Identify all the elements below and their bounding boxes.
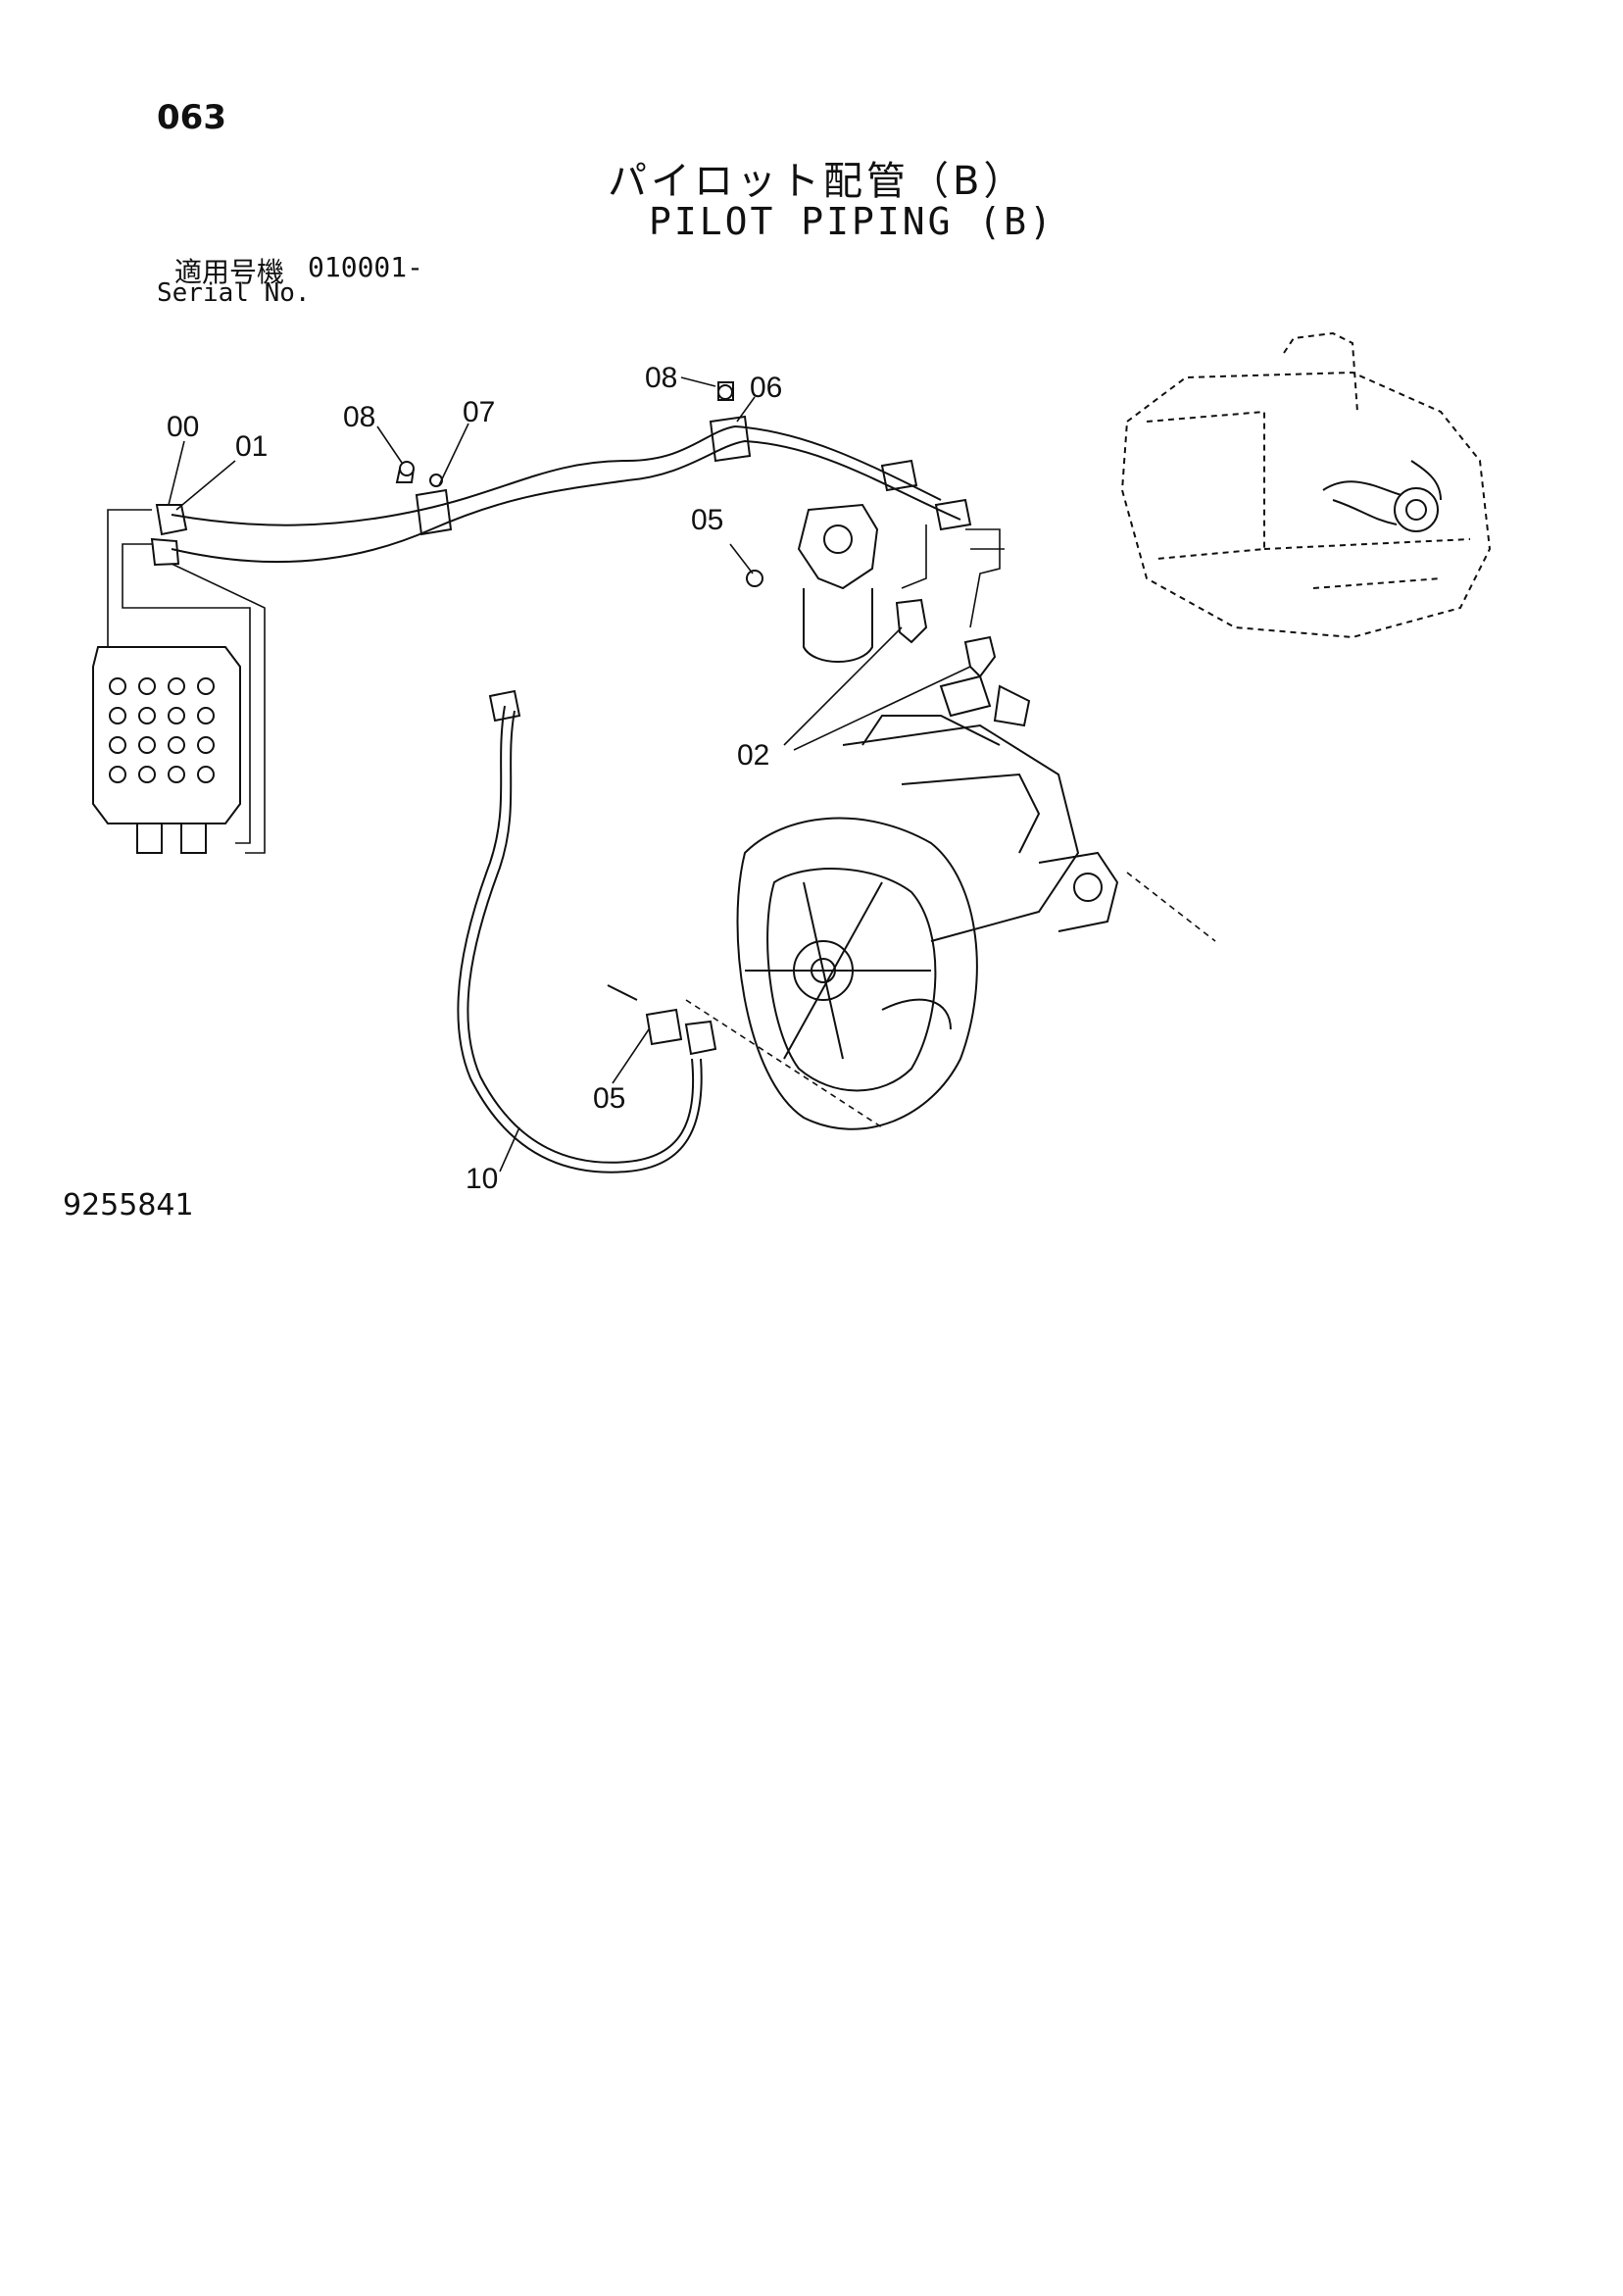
serial-label-japanese: 適用号機 bbox=[174, 256, 285, 288]
pilot-hose-10 bbox=[457, 689, 717, 1173]
inset-pilot-valve bbox=[1322, 460, 1442, 532]
excavator-location-inset bbox=[1120, 331, 1492, 639]
pump-dashed-outline bbox=[685, 872, 1216, 1128]
right-fitting-leader-lines bbox=[901, 524, 1005, 628]
serial-number-value: 010001- bbox=[308, 251, 424, 283]
callout-leaders bbox=[168, 376, 971, 1173]
title-japanese: パイロット配管（B） bbox=[608, 159, 1027, 204]
callout-02: 02 bbox=[737, 739, 769, 772]
callout-05-bottom: 05 bbox=[593, 1082, 625, 1115]
callout-10: 10 bbox=[466, 1163, 498, 1195]
elbow-fittings-02 bbox=[895, 598, 997, 678]
pilot-hose-upper bbox=[150, 424, 961, 567]
callout-00: 00 bbox=[167, 411, 199, 443]
callout-01: 01 bbox=[235, 430, 268, 463]
page-number: 063 bbox=[157, 98, 226, 137]
callout-08-top: 08 bbox=[645, 362, 677, 394]
callout-07: 07 bbox=[463, 396, 495, 428]
main-pump-assembly bbox=[736, 674, 1119, 1130]
title-english: PILOT PIPING (B) bbox=[649, 200, 1056, 243]
drawing-number: 9255841 bbox=[63, 1188, 194, 1223]
serial-label-english: Serial No. bbox=[157, 278, 311, 308]
callout-08-left: 08 bbox=[343, 401, 375, 433]
control-valve-block bbox=[92, 646, 241, 854]
hose-end-fittings bbox=[880, 459, 972, 531]
pilot-filter-assembly bbox=[746, 503, 879, 663]
clamp-06 bbox=[709, 381, 752, 463]
bolt-08-left bbox=[395, 461, 415, 483]
callout-05-top: 05 bbox=[691, 504, 723, 536]
callout-06: 06 bbox=[750, 372, 782, 404]
